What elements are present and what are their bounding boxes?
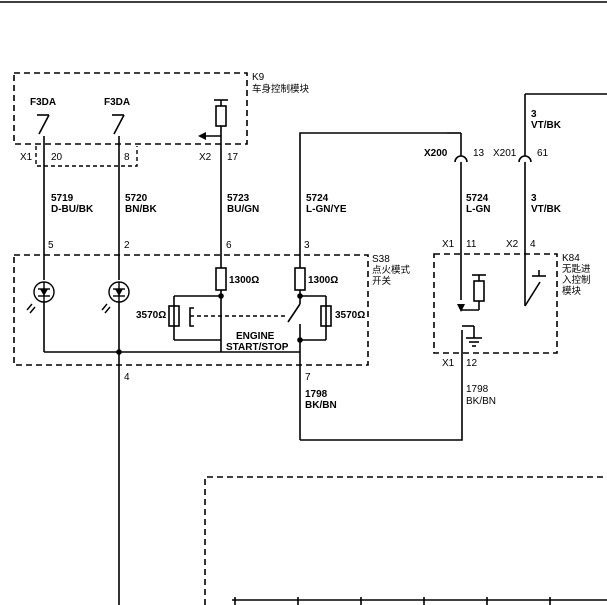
s38-led-middle-arrow (115, 289, 123, 296)
wire-1798-color-left: BK/BN (305, 400, 337, 411)
k84-name-2: 入控制 (562, 274, 591, 286)
wire-5719-color: D-BU/BK (51, 204, 94, 215)
s38-pin-4: 4 (124, 372, 130, 383)
s38-r4-label: 3570Ω (335, 310, 365, 321)
wire-1798-circuit-right: 1798 (466, 384, 489, 395)
s38-pin-2: 2 (124, 240, 130, 251)
x201-label: X201 (493, 148, 517, 159)
k84-ground-symbol (462, 325, 482, 347)
k9-pin-20: 20 (51, 152, 63, 163)
wire-5720-circuit: 5720 (125, 193, 148, 204)
k9-pin-17: 17 (227, 152, 239, 163)
k84-pullup-circuit (461, 274, 486, 311)
wire-5724-color-left: L-GN/YE (306, 204, 347, 215)
s38-name-2: 开关 (372, 275, 392, 287)
s38-led-middle (101, 281, 130, 314)
s38-right-lower-junction (297, 337, 303, 343)
x200-pin: 13 (473, 148, 485, 159)
k9-module-outline (13, 72, 248, 145)
s38-pin-6: 6 (226, 240, 232, 251)
k84-pin-11: 11 (466, 239, 477, 250)
s38-r1-label: 1300Ω (229, 275, 259, 286)
k9-switch-left (37, 114, 50, 146)
k84-pin-4: 4 (530, 239, 536, 250)
lower-module-outline (204, 476, 607, 605)
s38-r2-label: 1300Ω (308, 275, 338, 286)
k9-x1-label: X1 (20, 152, 33, 163)
k9-id: K9 (252, 72, 265, 83)
k84-pin-12: 12 (466, 358, 478, 369)
s38-left-junction (218, 293, 224, 299)
k84-id: K84 (562, 253, 580, 264)
wire-3-color-top: VT/BK (531, 120, 562, 131)
s38-switch-label-2: START/STOP (226, 342, 289, 353)
wire-5720-color: BN/BK (125, 204, 157, 215)
s38-right-junction (297, 293, 303, 299)
s38-led-left (26, 281, 55, 314)
x200-label: X200 (424, 148, 448, 159)
wire-5723-color: BU/GN (227, 204, 259, 215)
s38-common-bus (43, 302, 300, 353)
s38-left-resistor-network (168, 267, 227, 352)
connector-symbols (447, 93, 607, 306)
k84-name-3: 模块 (562, 285, 582, 297)
lower-module-ticks (234, 597, 551, 605)
k9-x2-label: X2 (199, 152, 212, 163)
k84-input-arrow (457, 304, 465, 312)
s38-r3-label: 3570Ω (136, 310, 166, 321)
s38-id: S38 (372, 254, 390, 265)
s38-pin-5: 5 (48, 240, 54, 251)
k84-x2-label: X2 (506, 239, 519, 250)
k9-name: 车身控制模块 (252, 83, 310, 95)
wire-5724-circuit-left: 5724 (306, 193, 329, 204)
k9-pullup-circuit (204, 99, 228, 146)
x201-pin: 61 (537, 148, 549, 159)
wire-5724-circuit-right: 5724 (466, 193, 489, 204)
wire-3-circuit-top: 3 (531, 109, 537, 120)
s38-pin-7: 7 (305, 372, 311, 383)
wire-5723-circuit: 5723 (227, 193, 250, 204)
s38-switch-label-1: ENGINE (236, 331, 275, 342)
k9-x1-connector-marker (35, 146, 138, 167)
k9-signal-left: F3DA (30, 97, 56, 108)
k9-pullup-arrow (198, 132, 206, 140)
s38-right-resistor-network (287, 267, 332, 440)
s38-name-1: 点火模式 (372, 264, 411, 276)
k9-to-s38-wires (43, 146, 222, 280)
k84-module-outline (433, 253, 558, 354)
k84-x1-bottom-label: X1 (442, 358, 455, 369)
s38-led-left-arrow (40, 289, 48, 296)
wire-1798-circuit-left: 1798 (305, 389, 328, 400)
k84-x1-top-label: X1 (442, 239, 455, 250)
wire-3-color-bottom: VT/BK (531, 204, 562, 215)
s38-module-outline (13, 254, 369, 366)
wire-1798-loop (300, 330, 463, 441)
s38-pin-3: 3 (304, 240, 310, 251)
wire-5724-left (299, 132, 447, 268)
s38-push-button (189, 307, 288, 327)
k9-switch-middle (112, 114, 125, 146)
k9-signal-middle: F3DA (104, 97, 130, 108)
wire-1798-color-right: BK/BN (466, 396, 496, 407)
wire-3-circuit-bottom: 3 (531, 193, 537, 204)
wire-5719-circuit: 5719 (51, 193, 74, 204)
k84-switch (524, 270, 546, 307)
k84-name-1: 无匙进 (562, 264, 591, 275)
k9-pin-8: 8 (124, 152, 130, 163)
wire-5724-color-right: L-GN (466, 204, 490, 215)
